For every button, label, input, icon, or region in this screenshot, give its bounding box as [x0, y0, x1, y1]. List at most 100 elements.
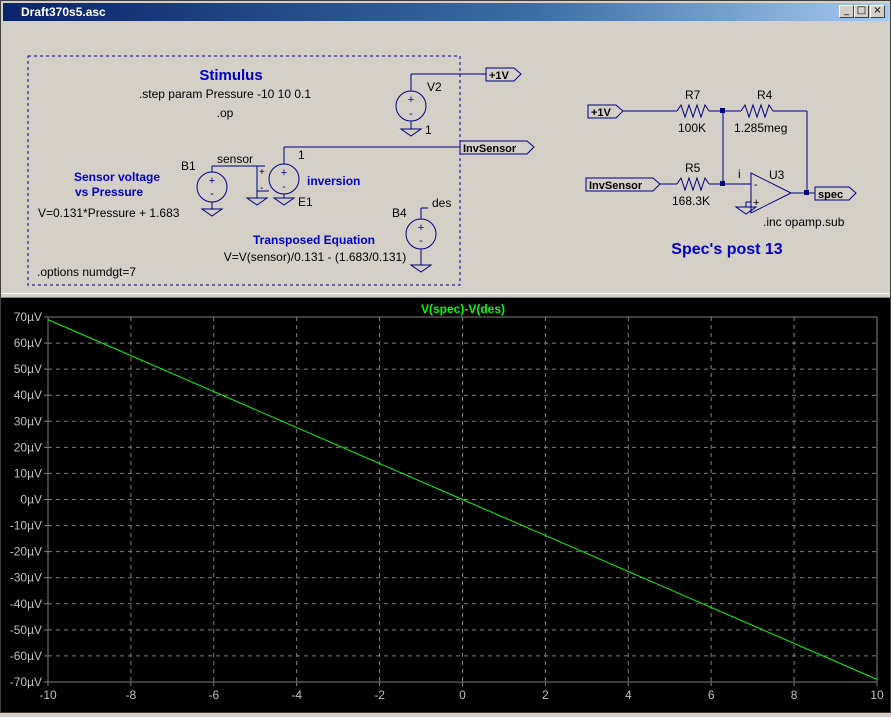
y-tick-label: 50µV: [14, 362, 42, 376]
inversion-comment: inversion: [307, 174, 360, 188]
e1-minus-pin: -: [260, 183, 263, 194]
r4-value: 1.285meg: [734, 121, 787, 135]
ground-icon: [409, 264, 433, 273]
close-button[interactable]: ×: [870, 5, 885, 18]
r7-name: R7: [685, 88, 701, 102]
b1-behavioral-source[interactable]: + -: [196, 165, 265, 217]
schematic-canvas[interactable]: Stimulus .step param Pressure -10 10 0.1…: [5, 23, 887, 293]
stimulus-title: Stimulus: [199, 67, 262, 84]
y-tick-label: -30µV: [10, 571, 42, 585]
svg-text:+1V: +1V: [489, 70, 510, 82]
plot-grid: [47, 316, 878, 683]
x-tick-label: 4: [625, 688, 632, 702]
y-tick-label: -20µV: [10, 545, 42, 559]
wiring-right: [623, 103, 815, 214]
y-tick-label: -40µV: [10, 597, 42, 611]
sensor-comment-1: Sensor voltage: [74, 170, 160, 184]
y-tick-label: 10µV: [14, 466, 42, 480]
svg-text:InvSensor: InvSensor: [463, 143, 517, 155]
y-tick-label: -60µV: [10, 649, 42, 663]
port-spec[interactable]: spec: [814, 186, 857, 201]
port-invsensor-right[interactable]: InvSensor: [585, 177, 661, 192]
svg-text:InvSensor: InvSensor: [589, 180, 643, 192]
svg-text:-: -: [282, 181, 286, 193]
transposed-comment: Transposed Equation: [253, 233, 375, 247]
inc-directive[interactable]: .inc opamp.sub: [763, 215, 845, 229]
i-net-label: i: [738, 167, 741, 181]
port-plus1v-left[interactable]: +1V: [485, 67, 522, 82]
svg-text:-: -: [419, 235, 423, 247]
schematic-editor[interactable]: Stimulus .step param Pressure -10 10 0.1…: [5, 23, 887, 293]
e1-plus-pin: +: [259, 167, 265, 178]
x-tick-label: -2: [374, 688, 385, 702]
junction-dot: [720, 181, 725, 186]
x-tick-label: 6: [708, 688, 715, 702]
y-tick-label: 40µV: [14, 388, 42, 402]
e1-name: E1: [298, 195, 313, 209]
ground-icon: [399, 128, 423, 137]
pane-splitter[interactable]: [1, 293, 890, 298]
x-tick-label: 2: [542, 688, 549, 702]
x-tick-label: 8: [791, 688, 798, 702]
trace-line[interactable]: [47, 319, 878, 680]
u3-minus-pin: -: [754, 179, 758, 191]
post-title: Spec's post 13: [671, 241, 783, 258]
y-tick-label: -50µV: [10, 623, 42, 637]
y-tick-label: 20µV: [14, 440, 42, 454]
b4-behavioral-source[interactable]: + -: [405, 207, 437, 273]
b4-value: V=V(sensor)/0.131 - (1.683/0.131): [224, 250, 406, 264]
port-invsensor-left[interactable]: InvSensor: [459, 140, 535, 155]
stimulus-box: [27, 55, 461, 286]
svg-text:-: -: [210, 188, 214, 200]
x-tick-label: -4: [291, 688, 302, 702]
x-tick-label: -8: [126, 688, 137, 702]
plot-series: [47, 319, 878, 680]
step-directive[interactable]: .step param Pressure -10 10 0.1: [139, 87, 311, 101]
sensor-comment-2: vs Pressure: [75, 185, 143, 199]
x-tick-label: -6: [208, 688, 219, 702]
x-tick-label: 10: [870, 688, 884, 702]
y-tick-label: 70µV: [14, 310, 42, 324]
r7-value: 100K: [678, 121, 706, 135]
v2-name: V2: [427, 80, 442, 94]
window-title: Draft370s5.asc: [21, 5, 106, 19]
r5-value: 168.3K: [672, 194, 710, 208]
maximize-button[interactable]: □: [854, 5, 869, 18]
trace-title[interactable]: V(spec)-V(des): [421, 302, 505, 316]
b1-name: B1: [181, 159, 196, 173]
op-directive[interactable]: .op: [217, 106, 234, 120]
svg-text:+: +: [408, 94, 414, 106]
y-tick-label: 60µV: [14, 336, 42, 350]
des-net-label: des: [432, 196, 451, 210]
y-tick-label: -70µV: [10, 675, 42, 689]
r4-name: R4: [757, 88, 773, 102]
svg-text:+1V: +1V: [591, 107, 612, 119]
svg-text:spec: spec: [818, 189, 843, 201]
e1-value: 1: [298, 148, 305, 162]
plot-canvas[interactable]: -10 -8 -6 -4 -2 0 2 4 6 8 10 70µV 60µV 50µV 40µV 30µV 20…: [1, 298, 890, 712]
y-tick-label: 30µV: [14, 414, 42, 428]
ground-icon: [200, 208, 224, 217]
r5-name: R5: [685, 161, 701, 175]
v2-voltage-source[interactable]: + -: [395, 73, 486, 137]
plot-ticks: -10 -8 -6 -4 -2 0 2 4 6 8 10 70µV 60µV 50µV 40µV 30µV 20…: [10, 310, 884, 702]
junction-dot: [720, 108, 725, 113]
title-bar[interactable]: Draft370s5.asc _ □ ×: [3, 3, 889, 21]
minimize-button[interactable]: _: [839, 5, 854, 18]
b4-name: B4: [392, 206, 407, 220]
y-tick-label: 0µV: [20, 493, 42, 507]
sensor-net-label: sensor: [217, 152, 253, 166]
ground-icon: [272, 197, 296, 206]
junction-dot: [804, 190, 809, 195]
options-directive[interactable]: .options numdgt=7: [37, 265, 136, 279]
x-tick-label: -10: [39, 688, 57, 702]
e1-vcvs[interactable]: + -: [245, 146, 460, 206]
svg-text:+: +: [281, 167, 287, 179]
svg-text:-: -: [409, 108, 413, 120]
waveform-viewer[interactable]: -10 -8 -6 -4 -2 0 2 4 6 8 10 70µV 60µV 50µV 40µV 30µV 20…: [1, 298, 890, 712]
x-tick-label: 0: [459, 688, 466, 702]
port-plus1v-right[interactable]: +1V: [587, 104, 624, 119]
svg-text:+: +: [418, 222, 424, 234]
ground-icon: [734, 206, 758, 215]
